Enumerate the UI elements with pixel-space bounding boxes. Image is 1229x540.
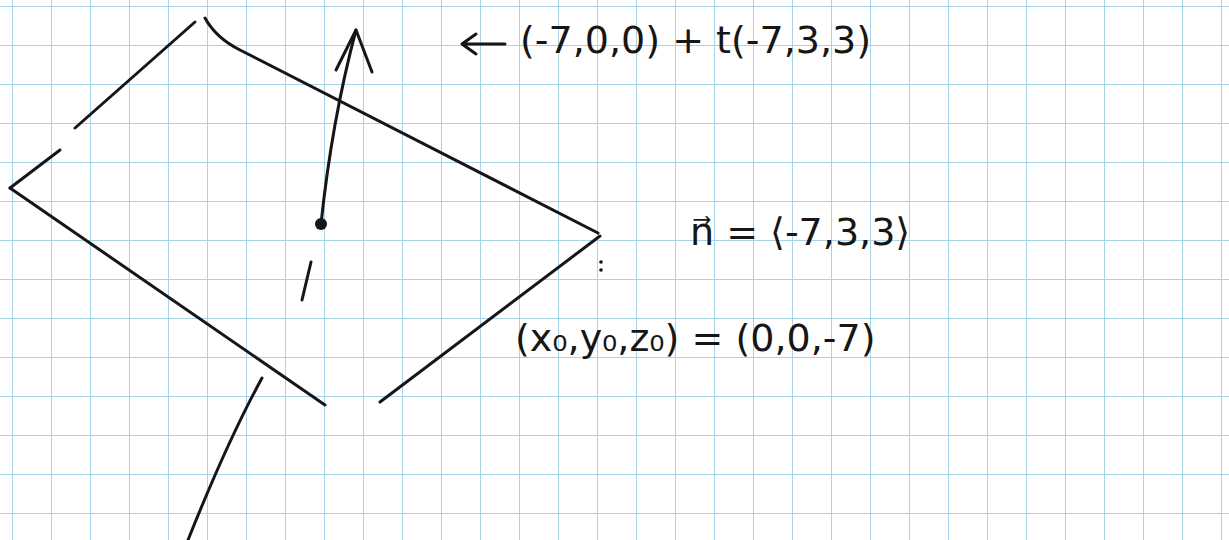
normal-vector: n⃗ = ⟨-7,3,3⟩ xyxy=(690,212,910,254)
plane-edge xyxy=(75,22,195,128)
ink-dot xyxy=(599,268,603,272)
point-coordinates: (x₀,y₀,z₀) = (0,0,-7) xyxy=(515,318,875,360)
line-upper xyxy=(321,30,356,224)
plane-edge xyxy=(10,150,60,188)
line-hidden xyxy=(302,262,311,300)
intersection-point xyxy=(315,218,327,230)
plane-edge xyxy=(10,188,325,405)
pointer-arrow xyxy=(462,34,505,54)
line-equation: (-7,0,0) + t(-7,3,3) xyxy=(520,20,871,62)
line-lower xyxy=(188,378,262,540)
ink-dot xyxy=(599,260,603,264)
arrow-head xyxy=(336,30,372,72)
